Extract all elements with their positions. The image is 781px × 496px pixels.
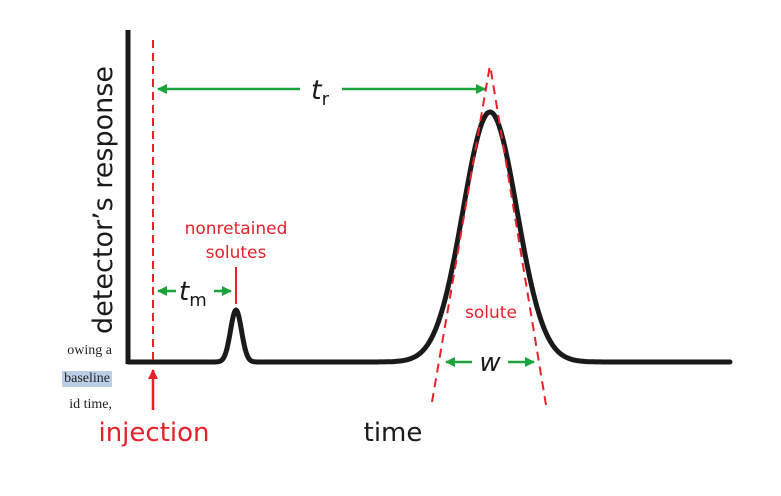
injection-label: injection <box>98 418 209 448</box>
nonretained-label-line2: solutes <box>206 243 267 263</box>
retention-time-label: tr <box>311 75 330 110</box>
solute-tangent-right <box>489 64 547 406</box>
background-text-line-3: id time, <box>69 397 112 412</box>
highlighted-word: baseline <box>62 371 112 387</box>
solute-label: solute <box>465 303 517 323</box>
nonretained-label-line1: nonretained <box>185 219 288 239</box>
chromatogram-curve <box>125 109 733 365</box>
dead-time-label: tm <box>179 277 207 311</box>
x-axis-label: time <box>364 418 423 448</box>
background-text-line-1: owing a <box>67 343 112 358</box>
solute-tangent-left <box>431 64 491 403</box>
width-label: w <box>479 348 501 378</box>
y-axis-label: detector’s response <box>88 66 119 334</box>
background-text-line-2: baseline <box>0 371 112 387</box>
